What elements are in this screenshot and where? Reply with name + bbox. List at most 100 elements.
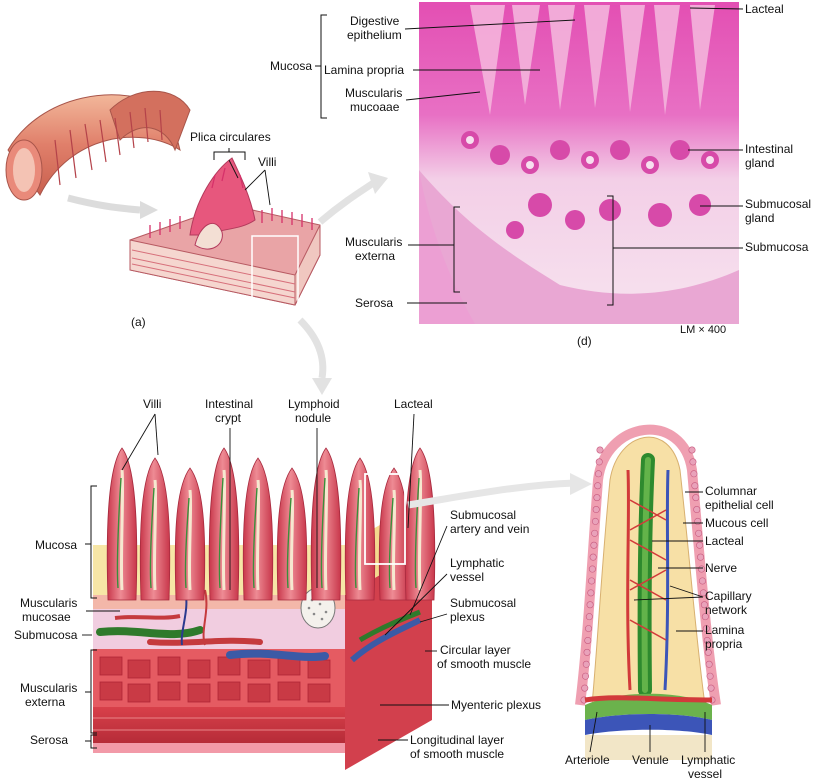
villus-lacteal [184, 497, 190, 589]
lymph-label-c-2: vessel [688, 767, 722, 781]
mucosa-label-b: Mucosa [35, 538, 77, 552]
villus-lacteal [116, 477, 122, 589]
villus-core [323, 469, 329, 591]
epithelial-cell [595, 458, 603, 466]
plexus-label-1: Submucosal [450, 596, 516, 610]
villus-core [119, 469, 125, 591]
serosa-bracket-b [85, 734, 97, 749]
epithelial-cell [688, 446, 696, 454]
panel-a-caption: (a) [131, 315, 146, 329]
mucosa-bracket-b [85, 485, 97, 599]
circular-label-1: Circular layer [440, 643, 511, 657]
crypt-label-2: crypt [215, 411, 242, 425]
lamina-label-1: Lamina [705, 623, 745, 637]
externa-label-d-2: externa [355, 249, 395, 263]
panel-d-caption: (d) [577, 334, 592, 348]
lamina-label-2: propria [705, 637, 743, 651]
mucosa-label-d: Mucosa [270, 59, 312, 73]
submucosa-bracket-d [607, 195, 614, 306]
arteriole-label: Arteriole [565, 753, 610, 767]
panel-b-villi [106, 447, 436, 601]
epithelial-cell [583, 648, 591, 656]
epithelial-cell [586, 601, 594, 609]
columnar-label-2: epithelial cell [705, 498, 774, 512]
epithelial-cell [698, 577, 706, 585]
villus-lacteal [388, 497, 394, 589]
villus-core [357, 479, 363, 591]
villus-lacteal [414, 477, 420, 589]
epithelial-cell [591, 529, 599, 537]
villus-lacteal [320, 477, 326, 589]
epithelial-cell [696, 541, 704, 549]
mucosa-bracket-d [315, 14, 327, 119]
externa-label-b-1: Muscularis [20, 681, 77, 695]
epithelial-cell [694, 517, 702, 525]
epithelial-cell [589, 553, 597, 561]
villus-lacteal [286, 497, 292, 589]
epithelial-cell [588, 577, 596, 585]
externa-label-b-2: externa [25, 695, 65, 709]
submucosal-gland-label-1: Submucosal [745, 197, 811, 211]
epithelial-cell [705, 660, 713, 668]
epithelial-cell [592, 506, 600, 514]
lacteal-label-c: Lacteal [705, 534, 744, 548]
villus-core [255, 479, 261, 591]
epithelial-cell [695, 529, 703, 537]
externa-bracket-b [85, 649, 97, 734]
epithelial-cell [585, 625, 593, 633]
lamina-propria-label-d: Lamina propria [324, 63, 404, 77]
epithelial-cell [689, 458, 697, 466]
longitudinal-label-2: of smooth muscle [410, 747, 504, 761]
epithelial-cell [593, 494, 601, 502]
epithelial-cell [692, 494, 700, 502]
epithelial-cell [581, 684, 589, 692]
epithelial-cell [707, 684, 715, 692]
lacteal-label-d: Lacteal [745, 2, 784, 16]
panel-c-villus [575, 424, 721, 760]
intestinal-gland-label-1: Intestinal [745, 142, 793, 156]
villi-label-b: Villi [143, 397, 161, 411]
plica-label: Plica circulares [190, 130, 271, 144]
intestinal-gland-label-2: gland [745, 156, 774, 170]
epithelial-cell [704, 648, 712, 656]
epithelial-cell [690, 470, 698, 478]
submucosa-label-b: Submucosa [14, 628, 78, 642]
epithelial-cell [596, 446, 604, 454]
capillary-label-2: network [705, 603, 748, 617]
epithelial-cell [591, 517, 599, 525]
venule-label: Venule [632, 753, 669, 767]
digestive-label-2: epithelium [347, 28, 402, 42]
nerve-label: Nerve [705, 561, 737, 575]
villus-lacteal [354, 487, 360, 589]
capillary-label-1: Capillary [705, 589, 752, 603]
villus-core [152, 479, 158, 591]
epithelial-cell [700, 601, 708, 609]
villus-core [417, 469, 423, 591]
epithelial-cell [691, 482, 699, 490]
panel-a-tube [5, 90, 191, 219]
villus-core [289, 489, 295, 591]
muscularis-label-d-2: mucoaae [350, 100, 400, 114]
panel-d-micrograph [419, 2, 739, 324]
serosa-label-b: Serosa [30, 733, 68, 747]
epithelial-cell [587, 589, 595, 597]
villus-core [391, 489, 397, 591]
lacteal-label-b: Lacteal [394, 397, 433, 411]
epithelial-cell [699, 589, 707, 597]
artery-label-1: Submucosal [450, 508, 516, 522]
epithelial-cell [697, 553, 705, 561]
epithelial-cell [590, 541, 598, 549]
submucosal-gland-label-2: gland [745, 211, 774, 225]
mucous-label: Mucous cell [705, 516, 768, 530]
epithelial-cell [701, 613, 709, 621]
digestive-label-1: Digestive [350, 14, 400, 28]
artery-label-2: artery and vein [450, 522, 529, 536]
epithelial-cell [585, 613, 593, 621]
columnar-label-1: Columnar [705, 484, 757, 498]
epithelial-cell [698, 565, 706, 573]
nodule-label-2: nodule [295, 411, 331, 425]
epithelial-cell [693, 506, 701, 514]
epithelial-cell [594, 482, 602, 490]
epithelial-cell [584, 636, 592, 644]
